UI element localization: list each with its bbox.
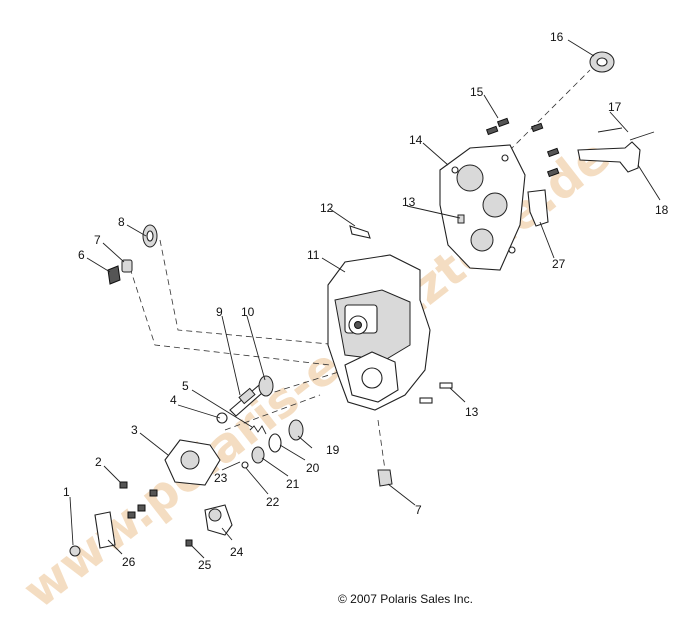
assembly-line-gears bbox=[224, 394, 321, 431]
assembly-line-shaft bbox=[264, 369, 346, 396]
oil-seal bbox=[142, 224, 158, 248]
assembly-line-plug bbox=[377, 419, 386, 471]
spring bbox=[249, 425, 267, 435]
callout-24: 24 bbox=[230, 545, 244, 559]
drive-gear bbox=[258, 375, 274, 397]
cover-pin bbox=[457, 214, 465, 224]
bearing bbox=[589, 51, 615, 73]
callout-14: 14 bbox=[409, 133, 423, 147]
callout-27: 27 bbox=[552, 257, 566, 271]
housing-bolts bbox=[119, 481, 158, 519]
callout-19: 19 bbox=[326, 443, 340, 457]
callout-1: 1 bbox=[63, 485, 70, 499]
callout-labels: 1 2 3 4 5 6 7 7 8 9 10 11 12 13 13 14 15… bbox=[63, 30, 669, 572]
dowel-pin bbox=[439, 382, 453, 389]
callout-13b: 13 bbox=[465, 405, 479, 419]
callout-16: 16 bbox=[550, 30, 564, 44]
dowel-pin-2 bbox=[419, 397, 433, 404]
gearcase-housing bbox=[327, 254, 431, 411]
drain-plug bbox=[377, 469, 393, 487]
callout-20: 20 bbox=[306, 461, 320, 475]
callout-3: 3 bbox=[131, 423, 138, 437]
callout-12: 12 bbox=[320, 201, 334, 215]
callout-15: 15 bbox=[470, 85, 484, 99]
callout-17: 17 bbox=[608, 100, 622, 114]
motor-housing bbox=[164, 439, 221, 486]
washer bbox=[216, 412, 228, 424]
callout-21: 21 bbox=[286, 477, 300, 491]
assembly-line-seal bbox=[129, 267, 331, 366]
actuator-screw bbox=[185, 539, 193, 547]
callout-13a: 13 bbox=[402, 195, 416, 209]
gearcase-cover bbox=[439, 144, 526, 271]
callout-7a: 7 bbox=[94, 233, 101, 247]
callout-4: 4 bbox=[170, 393, 177, 407]
cover-bolts bbox=[485, 117, 560, 178]
callout-10: 10 bbox=[241, 305, 255, 319]
callout-23: 23 bbox=[214, 471, 228, 485]
callout-6: 6 bbox=[78, 248, 85, 262]
idler-gear bbox=[288, 419, 304, 441]
callout-25: 25 bbox=[198, 558, 212, 572]
callout-22: 22 bbox=[266, 495, 280, 509]
actuator bbox=[204, 504, 233, 536]
breather-fitting bbox=[349, 225, 371, 239]
assembly-line-bearing bbox=[159, 239, 341, 346]
shim bbox=[107, 265, 121, 285]
copyright-notice: © 2007 Polaris Sales Inc. bbox=[338, 592, 473, 606]
sensor-bracket bbox=[527, 189, 549, 227]
nut bbox=[69, 545, 81, 557]
o-ring bbox=[241, 461, 249, 469]
callout-18: 18 bbox=[655, 203, 669, 217]
callout-8: 8 bbox=[118, 215, 125, 229]
drain-plug-small bbox=[121, 259, 133, 273]
callout-26: 26 bbox=[122, 555, 136, 569]
callout-9: 9 bbox=[216, 305, 223, 319]
mount-bracket bbox=[577, 141, 641, 173]
callout-2: 2 bbox=[95, 455, 102, 469]
callout-5: 5 bbox=[182, 379, 189, 393]
shim-plate bbox=[94, 511, 116, 549]
leader-lines bbox=[69, 39, 661, 559]
callout-7b: 7 bbox=[415, 503, 422, 517]
callout-11: 11 bbox=[307, 248, 320, 262]
long-bolts bbox=[597, 127, 655, 141]
spacer-gear bbox=[268, 433, 282, 453]
thrust-gear bbox=[251, 446, 265, 464]
